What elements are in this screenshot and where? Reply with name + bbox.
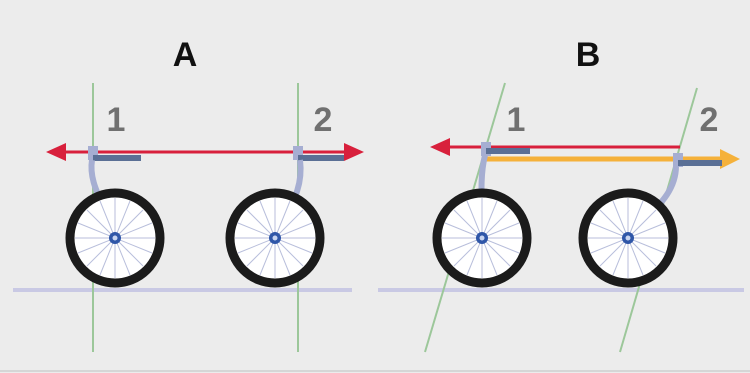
force-arrow-b-orange-head bbox=[720, 149, 740, 169]
caster-mount-a1 bbox=[88, 146, 98, 160]
panel-a-title: A bbox=[173, 36, 198, 74]
caster-wheel-a1 bbox=[65, 146, 165, 288]
force-arrow-a-right-head bbox=[344, 143, 364, 161]
caster-bar-a1 bbox=[93, 155, 141, 161]
panel-b: B 1 2 bbox=[378, 36, 744, 353]
caster-bar-a2 bbox=[298, 155, 344, 161]
caster-bar-b1 bbox=[486, 148, 530, 154]
caster-wheel-b1 bbox=[432, 142, 532, 288]
caster-wheel-b2 bbox=[578, 153, 722, 288]
panel-b-title: B bbox=[576, 36, 601, 74]
caster-bar-b2 bbox=[678, 160, 722, 166]
caster-mount-a2 bbox=[293, 146, 303, 160]
wheel-label-b1: 1 bbox=[507, 101, 526, 139]
force-arrow-a-left-head bbox=[46, 143, 66, 161]
wheel-label-a1: 1 bbox=[107, 101, 126, 139]
wheel-label-b2: 2 bbox=[700, 101, 719, 139]
panel-a: A 1 2 bbox=[13, 36, 364, 352]
caster-wheel-a2 bbox=[225, 146, 344, 288]
wheel-label-a2: 2 bbox=[314, 101, 333, 139]
force-arrow-b-red-head bbox=[430, 138, 450, 156]
